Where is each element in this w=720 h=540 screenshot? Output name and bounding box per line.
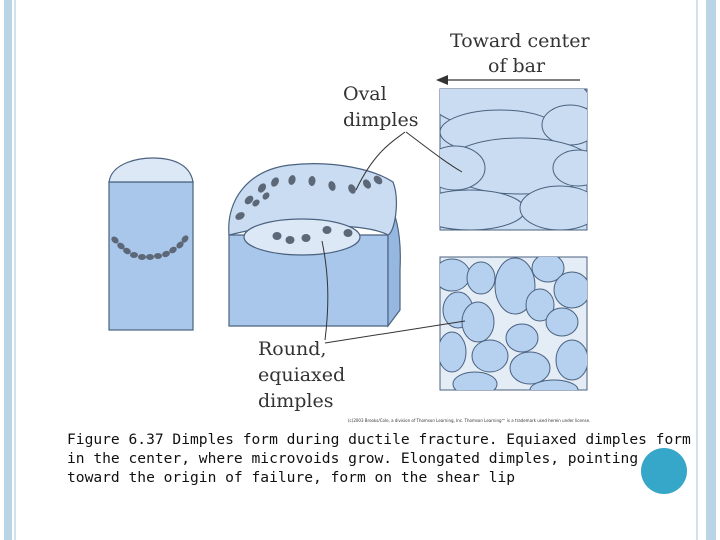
round-dimples-label: Round, equiaxed dimples <box>258 338 351 412</box>
oval-dimples-label: Oval dimples <box>343 83 419 131</box>
slide-frame-left-inner <box>14 0 16 540</box>
figure-caption: Figure 6.37 Dimples form during ductile … <box>67 431 691 486</box>
decorative-circle <box>641 448 687 494</box>
round-leader-lines <box>321 240 466 344</box>
toward-center-label: Toward center of bar <box>450 30 596 77</box>
slide-frame-right <box>706 0 716 540</box>
oval-dimples-panel <box>439 88 588 231</box>
slide-frame-left <box>4 0 12 540</box>
left-specimen <box>108 157 194 331</box>
slide-frame-right-inner <box>696 0 698 540</box>
oval-leader-lines <box>355 131 463 191</box>
direction-arrow <box>436 75 580 85</box>
copyright-notice: (c)2003 Brooks/Cole, a division of Thoms… <box>348 418 591 423</box>
round-dimples-panel <box>439 256 588 391</box>
cup-specimen <box>228 163 401 328</box>
